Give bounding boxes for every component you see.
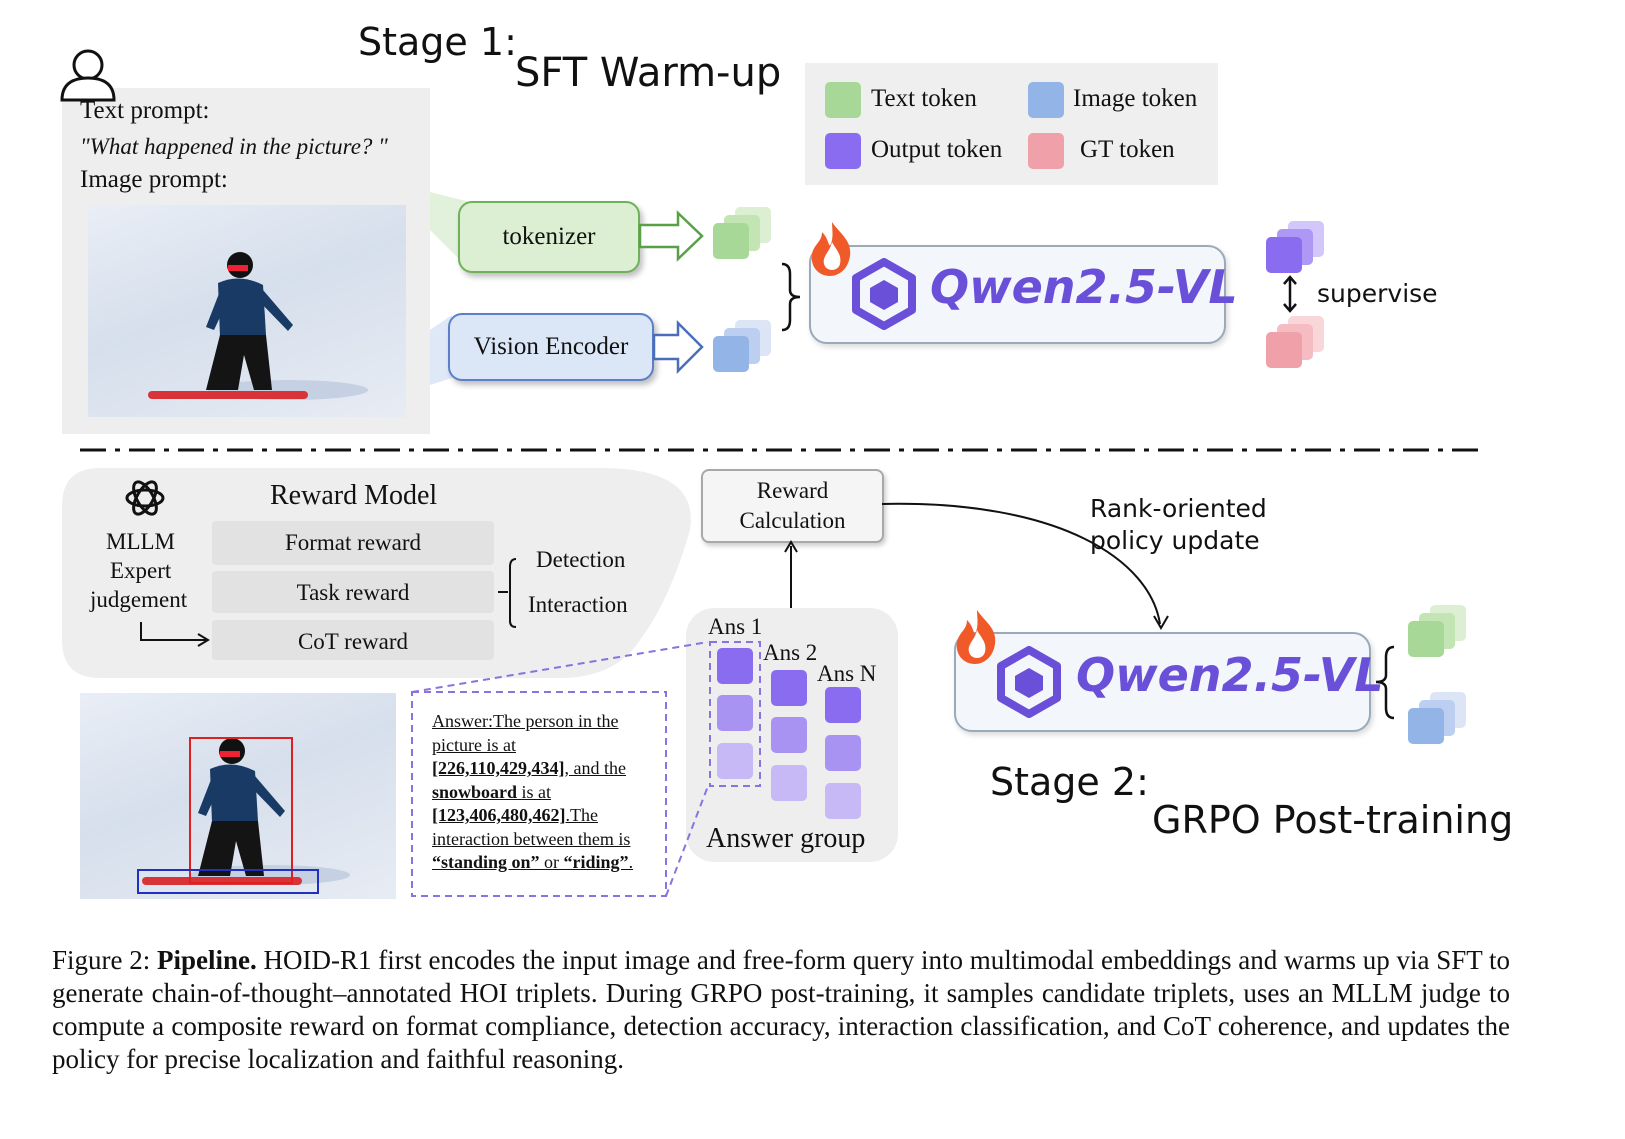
object-bbox-rect bbox=[137, 869, 319, 894]
reward-model-title: Reward Model bbox=[270, 480, 438, 511]
task-brace-icon bbox=[498, 558, 517, 628]
caption-body: HOID-R1 first encodes the input image an… bbox=[52, 945, 1510, 1074]
judge-line-1: MLLM bbox=[106, 529, 175, 554]
judge-line-2: Expert bbox=[110, 558, 172, 583]
qwen-logo-icon-stage2 bbox=[997, 646, 1061, 718]
reward-calc-line-1: Reward bbox=[756, 478, 829, 503]
figure-caption: Figure 2: Pipeline. HOID-R1 first encode… bbox=[52, 944, 1510, 1076]
format-reward: Format reward bbox=[212, 521, 494, 565]
reward-calc-line-2: Calculation bbox=[739, 508, 846, 533]
text-prompt-query: "What happened in the picture? " bbox=[80, 134, 388, 159]
legend-panel bbox=[805, 63, 1218, 185]
interaction-2: “riding” bbox=[563, 852, 629, 872]
answer-label-n: Ans N bbox=[817, 661, 877, 686]
qwen-logo-icon bbox=[852, 258, 916, 330]
brace-icon-stage2 bbox=[1375, 645, 1395, 720]
supervise-label: supervise bbox=[1317, 279, 1438, 308]
qwen-model-name-stage1: Qwen2.5-VL bbox=[930, 260, 1238, 314]
flame-icon bbox=[811, 222, 851, 276]
answer-group-label: Answer group bbox=[706, 823, 866, 854]
legend-output-token-label: Output token bbox=[871, 136, 1003, 163]
judge-arrow-icon bbox=[140, 622, 210, 647]
qwen-model-name-stage2: Qwen2.5-VL bbox=[1076, 648, 1384, 702]
vision-encoder-box: Vision Encoder bbox=[448, 313, 654, 381]
legend-output-token-swatch bbox=[825, 133, 861, 169]
rank-update-line-2: policy update bbox=[1090, 526, 1260, 555]
judge-line-3: judgement bbox=[90, 587, 188, 612]
caption-prefix: Figure 2: bbox=[52, 945, 157, 975]
answer-text: Answer:The person in the picture is at [… bbox=[432, 711, 634, 872]
legend-text-token-swatch bbox=[825, 82, 861, 118]
legend-gt-token-swatch bbox=[1028, 133, 1064, 169]
tokenizer-label: tokenizer bbox=[502, 223, 596, 250]
object-name: snowboard bbox=[432, 781, 518, 802]
stage-separator bbox=[80, 448, 1478, 452]
reward-calculation-box: Reward Calculation bbox=[701, 469, 884, 543]
user-icon bbox=[60, 49, 116, 102]
tokenizer-box: tokenizer bbox=[458, 201, 640, 273]
legend-image-token-label: Image token bbox=[1073, 85, 1198, 112]
stage1-title: SFT Warm-up bbox=[515, 50, 782, 96]
openai-logo-icon bbox=[125, 480, 165, 516]
vision-encoder-label: Vision Encoder bbox=[473, 333, 629, 360]
stage1-label: Stage 1: bbox=[358, 20, 517, 64]
legend-text-token-label: Text token bbox=[871, 85, 977, 112]
output-image bbox=[80, 693, 396, 899]
brace-icon bbox=[781, 262, 801, 332]
person-bbox-rect bbox=[189, 737, 293, 884]
vision-arrow-icon bbox=[652, 319, 704, 375]
answer-label-2: Ans 2 bbox=[763, 640, 818, 665]
legend-image-token-swatch bbox=[1028, 82, 1064, 118]
snowboarder-illustration bbox=[148, 252, 368, 400]
rank-update-line-1: Rank-oriented bbox=[1090, 494, 1267, 523]
flame-icon-stage2 bbox=[956, 610, 996, 664]
person-bbox: [226,110,429,434] bbox=[432, 758, 565, 778]
task-reward: Task reward bbox=[212, 571, 494, 613]
stage2-label: Stage 2: bbox=[990, 760, 1149, 804]
interaction-1: “standing on” bbox=[432, 852, 540, 872]
object-bbox: [123,406,480,462] bbox=[432, 805, 566, 825]
snowboarder-bbox-illustration bbox=[137, 737, 350, 894]
image-prompt-label: Image prompt: bbox=[80, 166, 228, 193]
task-sub-detection: Detection bbox=[536, 547, 626, 572]
task-sub-interaction: Interaction bbox=[528, 592, 628, 617]
stage2-title: GRPO Post-training bbox=[1152, 798, 1514, 842]
double-arrow-icon bbox=[1283, 275, 1297, 313]
caption-bold: Pipeline. bbox=[157, 945, 257, 975]
tokenizer-arrow-icon bbox=[638, 210, 704, 262]
answer-label-1: Ans 1 bbox=[708, 614, 763, 639]
input-image bbox=[88, 205, 406, 417]
legend-gt-token-label: GT token bbox=[1080, 136, 1175, 163]
text-prompt-label: Text prompt: bbox=[80, 97, 210, 124]
cot-reward: CoT reward bbox=[212, 620, 494, 660]
